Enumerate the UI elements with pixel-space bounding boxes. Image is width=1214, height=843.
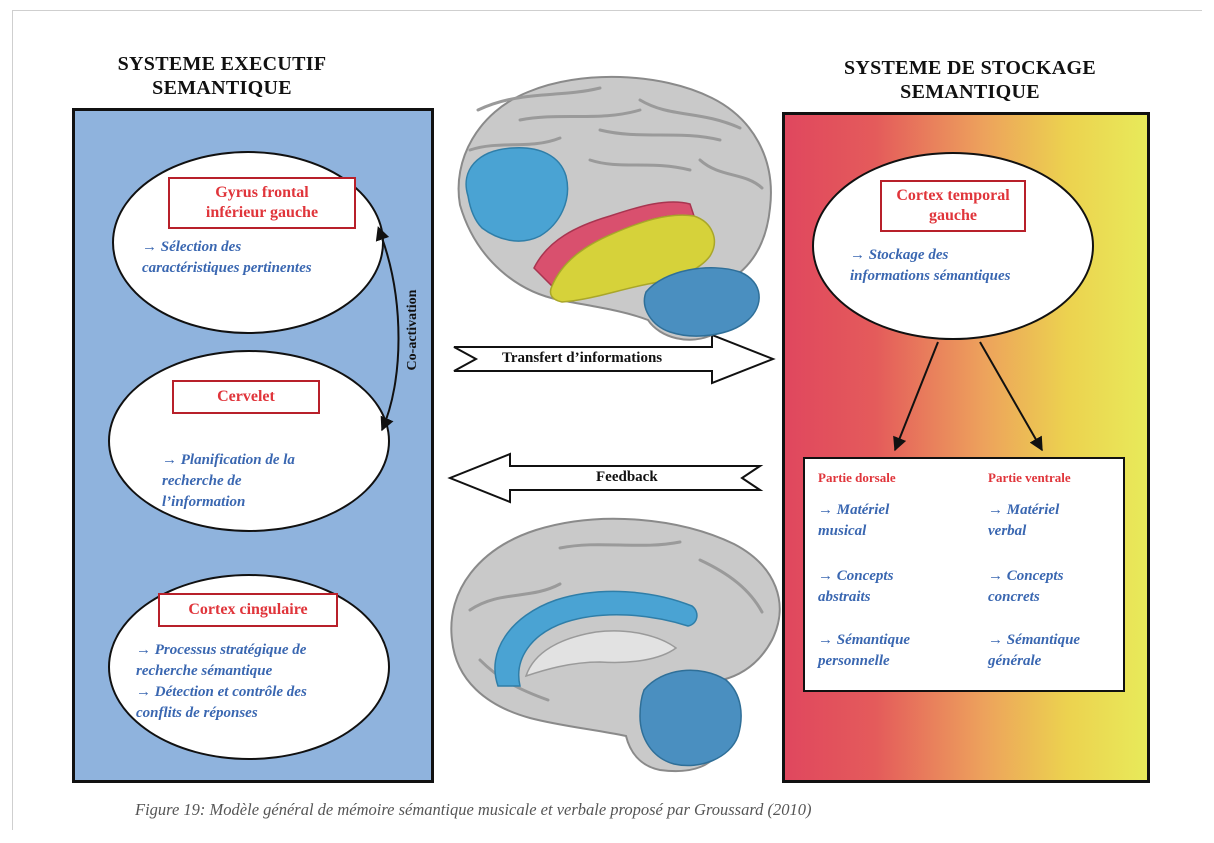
frontal-gyrus-description: → Sélection des caractéristiques pertine… <box>142 239 312 276</box>
ventral-heading: Partie ventrale <box>988 470 1071 485</box>
temporal-cortex-description: → Stockage des informations sémantiques <box>850 247 1011 284</box>
left-title-line1: SYSTEME EXECUTIF <box>117 53 327 75</box>
brain-medial-icon <box>450 517 781 773</box>
left-panel-title: SYSTEME EXECUTIF SEMANTIQUE <box>72 52 372 100</box>
frontal-gyrus-label: Gyrus frontal inférieur gauche <box>168 177 356 229</box>
figure-caption: Figure 19: Modèle général de mémoire sém… <box>135 800 812 819</box>
ventral-item-3: → Sémantique générale <box>988 632 1081 669</box>
ventral-item-1: → Matériel verbal <box>988 502 1060 539</box>
ventral-item-2: → Concepts concrets <box>988 568 1064 605</box>
co-activation-arrow <box>375 226 400 432</box>
frame-top-rule <box>12 10 1202 11</box>
cingulate-label: Cortex cingulaire <box>158 593 338 627</box>
right-panel-title: SYSTEME DE STOCKAGE SEMANTIQUE <box>795 56 1145 104</box>
cerebellum-label: Cervelet <box>172 380 320 414</box>
left-title-line2: SEMANTIQUE <box>152 77 292 99</box>
feedback-label: Feedback <box>596 469 658 485</box>
right-title-line2: SEMANTIQUE <box>900 81 1040 103</box>
feedback-arrow <box>447 452 764 504</box>
right-title-line1: SYSTEME DE STOCKAGE <box>843 57 1097 79</box>
subdivision-box <box>803 457 1125 692</box>
dorsal-heading: Partie dorsale <box>818 470 896 485</box>
dorsal-item-2: → Concepts abstraits <box>818 568 894 605</box>
transfer-arrow <box>453 333 776 385</box>
dorsal-item-3: → Sémantique personnelle <box>818 632 911 669</box>
frame-left-rule <box>12 10 13 830</box>
ventral-connector-arrow <box>979 341 1043 452</box>
cerebellum-description: → Planification de la recherche de l’inf… <box>162 452 295 510</box>
cingulate-description: → Processus stratégique de recherche sém… <box>136 642 307 721</box>
temporal-cortex-label: Cortex temporal gauche <box>880 180 1026 232</box>
brain-lateral-icon <box>457 75 772 341</box>
transfer-label: Transfert d’informations <box>502 350 663 366</box>
dorsal-item-1: → Matériel musical <box>818 502 890 539</box>
dorsal-connector-arrow <box>893 341 939 452</box>
